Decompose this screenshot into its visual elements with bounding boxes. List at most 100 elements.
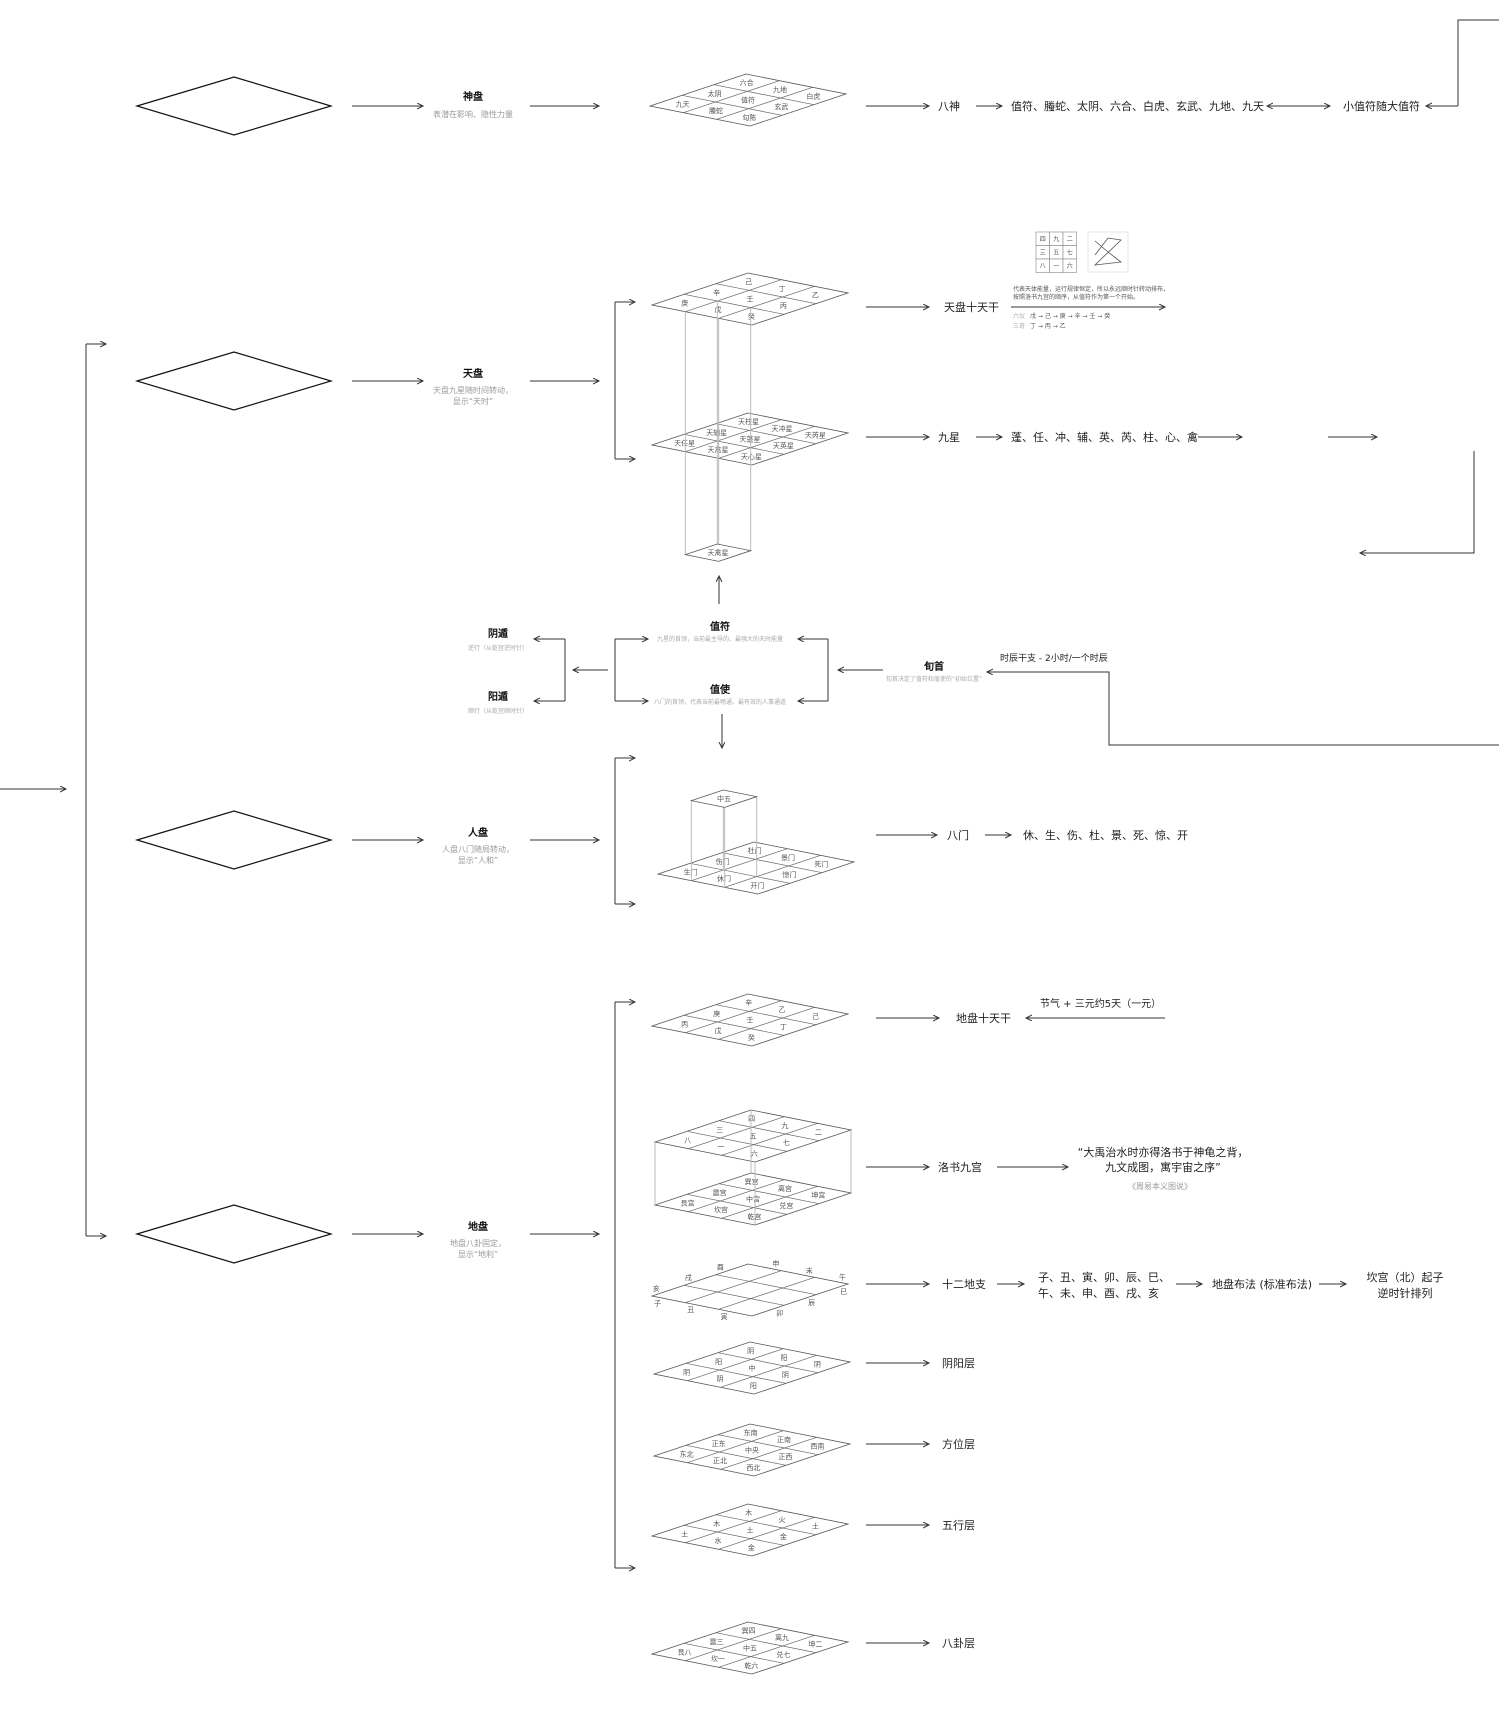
grid-line (718, 286, 815, 319)
grid-line (683, 1642, 785, 1664)
grid-line (686, 1193, 788, 1215)
yinyang-label: 阴阳层 (942, 1357, 975, 1370)
direction-label: 方位层 (942, 1437, 975, 1451)
grid-cell-label: 天心星 (741, 453, 762, 461)
yangdun-desc: 顺行（从乾宫顺时针） (468, 707, 528, 715)
di-stems-row: 地盘十天干 节气 + 三元约5天（一元） (876, 997, 1165, 1025)
mini-cell-number: 一 (1053, 263, 1059, 270)
grid-cell-label: 阴 (717, 1374, 724, 1383)
grid-line (683, 293, 785, 315)
grid-line (683, 1524, 785, 1546)
grid-cell-label: 震三 (710, 1638, 724, 1646)
grid-line (686, 1130, 788, 1152)
grid-cell-label: 正东 (712, 1439, 726, 1448)
grid-cell-label: 伤门 (716, 857, 730, 866)
branches-list: 午、未、申、酉、戌、亥 (1038, 1286, 1159, 1300)
grid-cell-label: 太阴 (708, 89, 722, 98)
grid-cell-label: 火 (779, 1516, 786, 1524)
luoshu-quote: “大禹治水时亦得洛书于神龟之背， (1078, 1145, 1249, 1159)
grid-cell-label: 丁 (780, 1023, 787, 1031)
mini-cell-number: 九 (1053, 235, 1059, 243)
grid-cell-label: 三 (716, 1126, 723, 1134)
grid-cell-label: 七 (783, 1138, 790, 1147)
pillar-label: 中五 (717, 794, 731, 803)
zhishi-title: 值使 (710, 683, 731, 696)
bagua-label: 八卦层 (942, 1636, 975, 1650)
grid-cell-label: 中 (749, 1364, 756, 1373)
grid-cell-label: 九天 (676, 100, 690, 109)
grid-line (720, 1355, 817, 1388)
grid-line (715, 283, 817, 305)
grid-cell-label: 木 (745, 1508, 752, 1517)
liuyi-label: 六仪 (1013, 312, 1025, 320)
grid-cell-label: 正北 (713, 1457, 727, 1465)
branch-label: 未 (806, 1266, 813, 1275)
layer-title: 地盘 (468, 1220, 488, 1233)
bamen-list: 休、生、伤、杜、景、死、惊、开 (1023, 828, 1188, 842)
grid-line (715, 1632, 817, 1654)
grid-cell-label: 值符 (741, 96, 755, 105)
grid-cell-label: 艮宫 (681, 1199, 695, 1208)
grid-cell-label: 庚 (681, 299, 688, 308)
layer-desc: 人盘八门随局转动， (442, 844, 514, 854)
grid-cell-label: 震宫 (713, 1188, 727, 1197)
branch-label: 辰 (808, 1299, 815, 1307)
grid-cell-label: 休门 (717, 874, 731, 883)
grid-cell-label: 戊 (715, 1026, 722, 1035)
grid-cell-label: 白虎 (806, 92, 820, 101)
branch-label: 酉 (717, 1264, 724, 1272)
grid-line (685, 1000, 782, 1033)
grid-line (718, 1517, 815, 1550)
shen-row: 八神 值符、螣蛇、太阴、六合、白虎、玄武、九地、九天 小值符随大值符 (866, 19, 1499, 113)
grid-cell-label: 正西 (778, 1453, 792, 1461)
grid-line (713, 84, 815, 106)
grid-cell-label: 天禽星 (708, 445, 729, 454)
grid-cell-label: 中五 (743, 1644, 757, 1653)
grid-line (683, 433, 785, 455)
pillar-label: 天禽星 (708, 548, 729, 557)
mini-cell-number: 五 (1053, 250, 1059, 257)
grid-cell-label: 金 (748, 1543, 755, 1552)
decision-diamond (134, 810, 334, 870)
grid-cell-label: 天蓬星 (740, 435, 761, 444)
grid-outline (650, 1263, 850, 1317)
di-stems-label: 地盘十天干 (956, 1011, 1011, 1025)
grid-cell-label: 阴 (782, 1370, 789, 1379)
grid-cell-label: 己 (812, 1013, 819, 1021)
jiuxing-list: 蓬、任、冲、辅、英、芮、柱、心、禽 (1011, 430, 1198, 444)
grid-cell-label: 西南 (810, 1442, 824, 1451)
grid-line (683, 1284, 785, 1306)
grid-cell-label: 中宫 (746, 1195, 760, 1204)
grid-cell-label: 阳 (715, 1357, 722, 1366)
luoshu-label: 洛书九宫 (938, 1160, 982, 1174)
grid-line (688, 1116, 785, 1149)
grid-cell-label: 壬 (747, 1016, 754, 1025)
grid-cell-label: 杜门 (748, 846, 762, 855)
wuxing-row: 五行层 (866, 1519, 975, 1532)
grid-cell-label: 阴 (683, 1368, 690, 1377)
grid-cell-label: 六 (751, 1149, 758, 1158)
grid-line (715, 1004, 817, 1026)
layer-desc: 显示“天时” (453, 396, 493, 406)
grid-cell-label: 玄武 (774, 102, 788, 111)
branches-row: 十二地支 子、丑、寅、卯、辰、巳、 午、未、申、酉、戌、亥 地盘布法 (标准布法… (866, 1270, 1444, 1300)
branches-list: 子、丑、寅、卯、辰、巳、 (1038, 1270, 1170, 1284)
grid-cell-label: 金 (780, 1532, 787, 1541)
grid-line (724, 855, 821, 888)
grid-line (681, 94, 783, 116)
layer-desc: 表潜在影响、隐性力量 (433, 109, 513, 119)
di-stems-source: 节气 + 三元约5天（一元） (1040, 997, 1161, 1010)
grid-cell-label: 癸 (748, 1033, 755, 1042)
decision-diamond (134, 1204, 334, 1264)
grid-cell-label: 坎一 (711, 1654, 725, 1663)
grid-cell-label: 丁 (779, 285, 786, 293)
grid-line (685, 279, 782, 312)
bashen-label: 八神 (938, 99, 960, 113)
grid-cell-label: 天英星 (773, 441, 794, 450)
grid-cell-label: 辛 (713, 288, 720, 297)
